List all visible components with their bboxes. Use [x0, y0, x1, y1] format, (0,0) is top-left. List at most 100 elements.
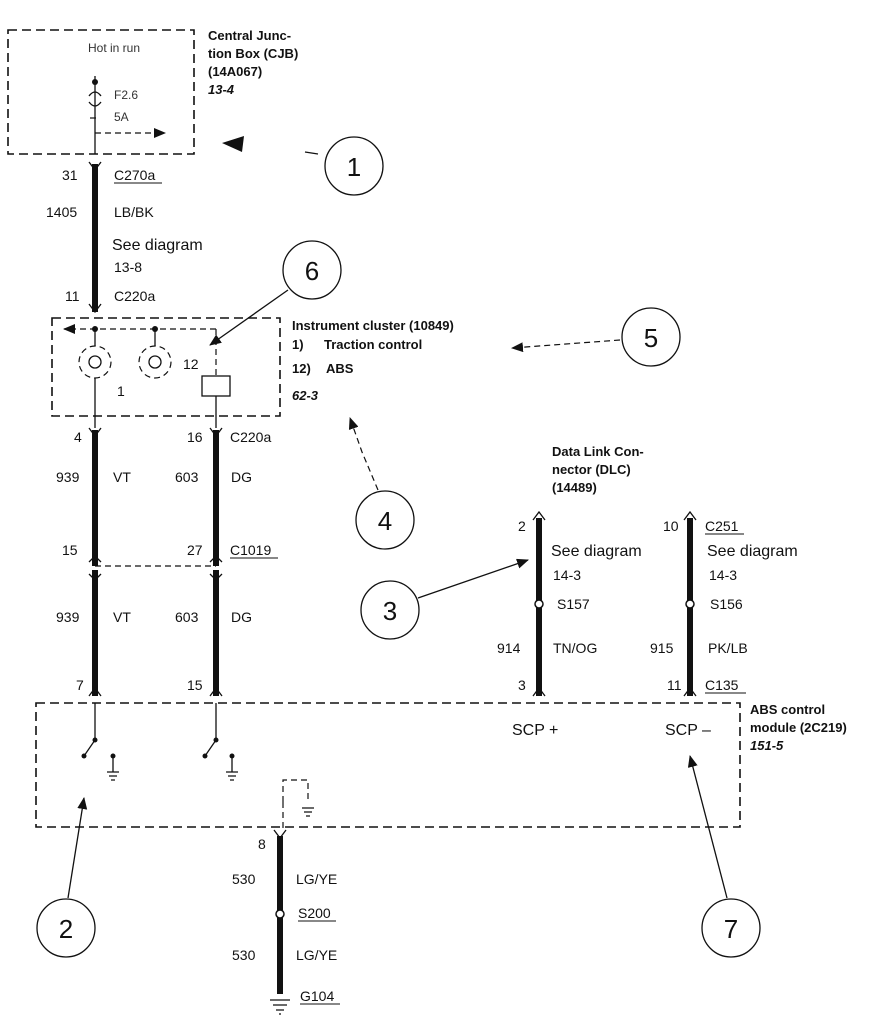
fuse-icon	[88, 91, 102, 107]
splice-s156-dot	[685, 599, 695, 609]
wires-right-pin-top: 16	[187, 429, 203, 445]
ground-circuit1: 530	[232, 871, 256, 887]
wires-left-pin-top: 4	[74, 429, 82, 445]
dlc-left-pin: 2	[518, 518, 526, 534]
cjb-title-line1: Central Junc-	[208, 28, 291, 43]
dlc-title-line2: nector (DLC)	[552, 462, 631, 477]
wire-cjb-see-ref: 13-8	[114, 259, 142, 275]
wire-cjb-connector: C270a	[114, 167, 155, 183]
wires-right-pin-abs: 15	[187, 677, 203, 693]
cluster-item2-label: ABS	[326, 361, 354, 376]
cluster-module-icon	[201, 375, 231, 397]
dlc-right-pin-abs: 11	[667, 677, 682, 693]
abs-title-line2: module (2C219)	[750, 720, 847, 735]
cjb-ref: 13-4	[208, 82, 235, 97]
abs-title-line1: ABS control	[750, 702, 825, 717]
wires-right-circuit-lower: 603	[175, 609, 199, 625]
callout-1-label: 1	[347, 152, 361, 182]
wire-cjb-pin: 31	[62, 167, 78, 183]
traction-lamp-icon	[78, 345, 112, 379]
callout-2-label: 2	[59, 914, 73, 944]
wires-left-pin-abs: 7	[76, 677, 84, 693]
dlc-left-color: TN/OG	[553, 640, 597, 656]
callout-1: 1	[222, 136, 384, 196]
cluster-lamp2-label: 12	[183, 356, 199, 372]
ground-splice: S200	[298, 905, 331, 921]
abs-switch-abs	[202, 703, 238, 781]
wires-right-color-lower: DG	[231, 609, 252, 625]
cjb-node	[92, 79, 98, 85]
splice-s200-dot	[275, 909, 285, 919]
callout-3: 3	[360, 558, 529, 640]
cluster-title: Instrument cluster (10849)	[292, 318, 454, 333]
ground-circuit2: 530	[232, 947, 256, 963]
wires-left-color-upper: VT	[113, 469, 131, 485]
callout-7: 7	[687, 755, 761, 958]
callout-7-label: 7	[724, 914, 738, 944]
cluster-item2-num: 12)	[292, 361, 311, 376]
wires-right-circuit-upper: 603	[175, 469, 199, 485]
cluster-lamp1-label: 1	[117, 383, 125, 399]
dlc-right-color: PK/LB	[708, 640, 748, 656]
dlc-splice-left: S157	[557, 596, 590, 612]
dlc-see-diagram-right: See diagram	[707, 543, 798, 560]
wire-cjb-pin-cluster: 11	[65, 288, 80, 304]
wire-cjb-see-diagram: See diagram	[112, 237, 203, 254]
cjb-fuse-rating: 5A	[114, 110, 129, 124]
abs-switch-traction	[81, 703, 119, 781]
abs-internal-ground	[282, 779, 314, 830]
splice-s157-dot	[534, 599, 544, 609]
ground-color1: LG/YE	[296, 871, 337, 887]
callout-2: 2	[36, 797, 96, 958]
wire-cjb-circuit: 1405	[46, 204, 77, 220]
callout-6: 6	[209, 240, 342, 346]
ground-icon	[226, 771, 238, 781]
dlc-left-circuit: 914	[497, 640, 521, 656]
callout-5-label: 5	[644, 323, 658, 353]
wires-right-color-upper: DG	[231, 469, 252, 485]
abs-scp-plus: SCP +	[512, 722, 558, 739]
callout-6-label: 6	[305, 256, 319, 286]
abs-ref: 151-5	[750, 738, 784, 753]
dlc-title-line1: Data Link Con-	[552, 444, 644, 459]
cjb-fuse-id: F2.6	[114, 88, 138, 102]
wires-left-pin-c1019: 15	[62, 542, 78, 558]
wires-connector-c1019: C1019	[230, 542, 271, 558]
dlc-splice-right: S156	[710, 596, 743, 612]
callout-4-label: 4	[378, 506, 392, 536]
abs-scp-minus: SCP –	[665, 722, 711, 739]
g104-ground-icon	[270, 999, 290, 1015]
dlc-title-line3: (14489)	[552, 480, 597, 495]
cjb-box	[7, 29, 195, 155]
abs-lamp-icon	[138, 345, 172, 379]
dlc-connector-abs: C135	[705, 677, 739, 693]
wire-cjb-connector-cluster: C220a	[114, 288, 155, 304]
cluster-ref: 62-3	[292, 388, 319, 403]
wires-left-color-lower: VT	[113, 609, 131, 625]
callout-3-label: 3	[383, 596, 397, 626]
ground-color2: LG/YE	[296, 947, 337, 963]
dlc-see-ref-left: 14-3	[553, 567, 581, 583]
cjb-title-line3: (14A067)	[208, 64, 262, 79]
ground-pin: 8	[258, 836, 266, 852]
dlc-left-pin-abs: 3	[518, 677, 526, 693]
abs-module-box	[35, 702, 741, 828]
cluster-item1-num: 1)	[292, 337, 304, 352]
wires-right-pin-c1019: 27	[187, 542, 203, 558]
wire-cjb-color: LB/BK	[114, 204, 154, 220]
cjb-hot-label: Hot in run	[88, 41, 140, 55]
dlc-right-circuit: 915	[650, 640, 674, 656]
cluster-box	[51, 317, 281, 417]
cluster-item1-label: Traction control	[324, 337, 422, 352]
wires-left-circuit-lower: 939	[56, 609, 80, 625]
callout-4: 4	[348, 417, 415, 550]
ground-icon	[107, 771, 119, 781]
dlc-see-diagram-left: See diagram	[551, 543, 642, 560]
wires-left-circuit-upper: 939	[56, 469, 80, 485]
ground-icon	[302, 807, 314, 817]
cjb-title-line2: tion Box (CJB)	[208, 46, 298, 61]
ground-point: G104	[300, 988, 334, 1004]
dlc-see-ref-right: 14-3	[709, 567, 737, 583]
